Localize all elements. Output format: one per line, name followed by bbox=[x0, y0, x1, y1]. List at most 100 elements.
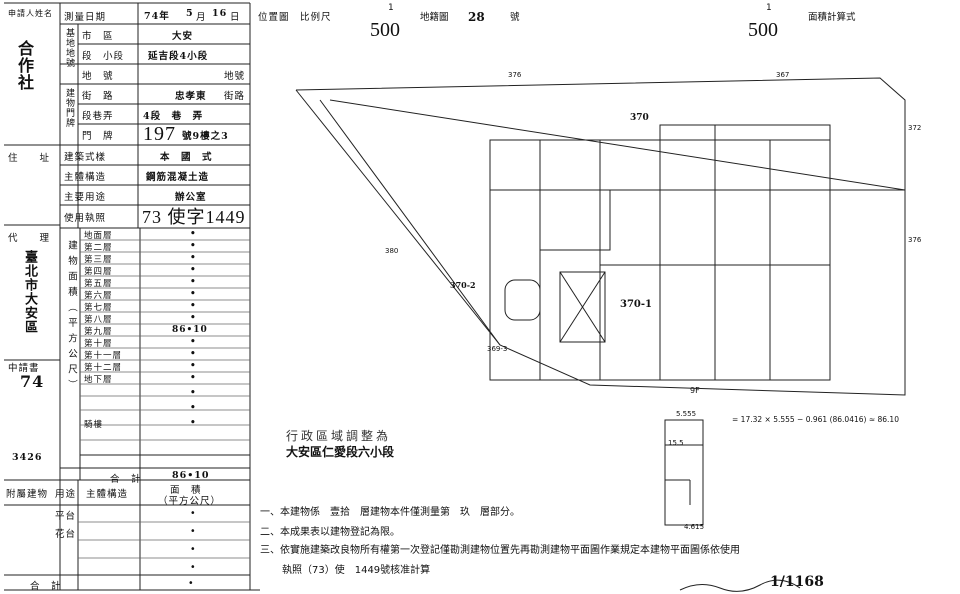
seq-no: 3426 bbox=[12, 452, 43, 463]
cadastral-map-label: 地籍圖 bbox=[420, 12, 449, 23]
use-label: 主要用途 bbox=[64, 192, 107, 203]
floors-total-label: 合 計 bbox=[110, 474, 142, 485]
survey-date-label: 測量日期 bbox=[64, 12, 107, 23]
parcel-no: 376 bbox=[508, 71, 522, 79]
floor-area-value: • bbox=[190, 403, 197, 413]
lane-value: 4段 巷 弄 bbox=[143, 111, 204, 122]
street-suffix: 街路 bbox=[224, 91, 246, 102]
note-4: 執照（73）使 1449號核准計算 bbox=[282, 565, 431, 576]
annex-area-value: • bbox=[190, 562, 197, 573]
structure-label: 主體構造 bbox=[64, 172, 107, 183]
section-label: 段 小段 bbox=[82, 51, 125, 62]
lot-suffix: 地號 bbox=[224, 71, 246, 82]
survey-day-unit: 日 bbox=[230, 12, 241, 23]
applicant-label: 申請人姓名 bbox=[8, 9, 53, 18]
annex-area-label: 面 積 bbox=[170, 485, 202, 496]
small-floor-plan bbox=[664, 419, 704, 526]
style-label: 建築式樣 bbox=[64, 152, 107, 163]
lot-label: 地 號 bbox=[82, 71, 114, 82]
scribble bbox=[679, 579, 801, 592]
dim-label: 15.5 bbox=[668, 439, 684, 447]
cadastral-map-no: 28 bbox=[468, 10, 485, 24]
annex-structure-label: 主體構造 bbox=[86, 489, 129, 500]
area-calc-label: 面積計算式 bbox=[808, 12, 856, 23]
note-3: 三、依實施建築改良物所有權第一次登記僅勘測建物位置先再勘測建物平面圖作業規定本建… bbox=[260, 545, 740, 556]
location-scale-num: 1 bbox=[388, 3, 394, 13]
survey-year: 74年 bbox=[144, 11, 170, 22]
annex-use: 花台 bbox=[55, 529, 77, 540]
street-value: 忠孝東 bbox=[175, 91, 207, 102]
annex-area-value: • bbox=[190, 508, 197, 519]
dim-label: 5.555 bbox=[676, 410, 697, 418]
floor-label: 第七層 bbox=[84, 303, 113, 313]
parcel-no: 367 bbox=[776, 71, 790, 79]
address-label: 住 址 bbox=[8, 153, 51, 164]
floor-area-value: • bbox=[190, 361, 197, 371]
floor-area-value: • bbox=[190, 349, 197, 359]
rep-value: 臺北市大安區 bbox=[22, 250, 37, 334]
dim-label: 4.615 bbox=[684, 523, 705, 531]
floor-label: 第五層 bbox=[84, 279, 113, 289]
footer-scribble: 1/1168 bbox=[770, 574, 824, 590]
floor-area-value: • bbox=[190, 289, 197, 299]
parcel-label: 基地地號 bbox=[64, 28, 74, 68]
location-scale-label: 位置圖 比例尺 bbox=[258, 12, 332, 23]
annex-use-label: 用途 bbox=[55, 489, 77, 500]
parcel-no: 370-1 bbox=[620, 299, 652, 310]
floor-area-value: • bbox=[190, 373, 197, 383]
floor-label: 第二層 bbox=[84, 243, 113, 253]
parcel-no: 370 bbox=[630, 113, 649, 123]
survey-day: 16 bbox=[212, 8, 228, 19]
floor-area-value: • bbox=[190, 277, 197, 287]
floor-label: 第八層 bbox=[84, 315, 113, 325]
door-suffix: 號9樓之3 bbox=[182, 131, 229, 142]
city-label: 市 區 bbox=[82, 31, 114, 42]
parcel-no: 9F bbox=[690, 386, 700, 395]
note-1: 一、本建物係 壹拾 層建物本件僅測量第 玖 層部分。 bbox=[260, 507, 520, 518]
permit-label: 使用執照 bbox=[64, 213, 107, 224]
note-2: 二、本成果表以建物登記為限。 bbox=[260, 527, 400, 538]
parcel-no: 370-2 bbox=[450, 280, 476, 290]
building-no-label: 建物門牌 bbox=[64, 88, 74, 128]
plan-scale-den: 500 bbox=[748, 19, 778, 41]
rep-label: 代 理 bbox=[8, 233, 51, 244]
annex-label: 附屬建物 bbox=[6, 489, 49, 500]
floor-label: 第六層 bbox=[84, 291, 113, 301]
area-formula: = 17.32 × 5.555 − 0.961 (86.0416) ≈ 86.1… bbox=[732, 415, 899, 424]
annex-area-unit: （平方公尺） bbox=[158, 496, 222, 507]
annex-total-label: 合 計 bbox=[30, 581, 62, 592]
floor-label: 騎樓 bbox=[84, 420, 104, 430]
door-number: 197 bbox=[143, 123, 176, 145]
survey-month-unit: 月 bbox=[196, 12, 207, 23]
plan-scale-num: 1 bbox=[766, 3, 772, 13]
floor-area-value: • bbox=[190, 265, 197, 275]
floor-area-value: • bbox=[190, 418, 197, 428]
parcel-no: 372 bbox=[908, 124, 922, 132]
annex-area-value: • bbox=[190, 526, 197, 537]
applicant-name: 合作社 bbox=[15, 40, 34, 91]
doc-no: 74 bbox=[20, 372, 45, 391]
floor-area-value: • bbox=[190, 253, 197, 263]
floors-side-label: 建物面積（平方公尺） bbox=[66, 240, 77, 395]
floor-label: 第十層 bbox=[84, 339, 113, 349]
survey-month: 5 bbox=[186, 8, 194, 19]
annex-area-value: • bbox=[190, 544, 197, 555]
floor-area-value: • bbox=[190, 301, 197, 311]
cadastral-map-unit: 號 bbox=[510, 12, 520, 23]
use-value: 辦公室 bbox=[175, 192, 207, 203]
floor-area-value: • bbox=[190, 241, 197, 251]
parcel-no: 369-3 bbox=[487, 345, 508, 353]
admin-seal-line1: 行政區域調整為 bbox=[286, 429, 392, 443]
floor-label: 第九層 bbox=[84, 327, 113, 337]
annex-total-value: • bbox=[188, 578, 195, 589]
city-value: 大安 bbox=[172, 31, 194, 42]
admin-seal-line2: 大安區仁愛段六小段 bbox=[286, 445, 395, 459]
floors-total-value: 86•10 bbox=[172, 470, 210, 481]
floor-label: 地面層 bbox=[84, 231, 113, 241]
floor-area-value: • bbox=[190, 337, 197, 347]
floor-label: 第十二層 bbox=[84, 363, 123, 373]
door-label: 門 牌 bbox=[82, 131, 114, 142]
style-value: 本 國 式 bbox=[160, 152, 213, 163]
floor-area-value: 86•10 bbox=[172, 325, 208, 335]
